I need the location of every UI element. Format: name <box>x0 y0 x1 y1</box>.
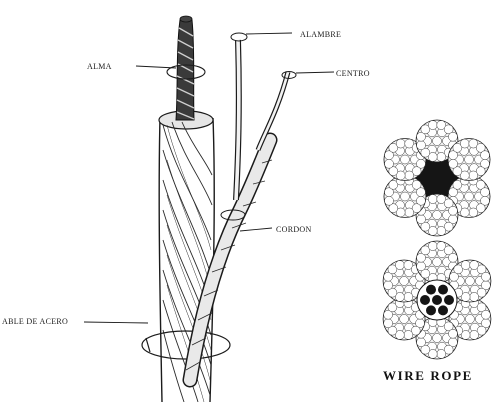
label-alambre: ALAMBRE <box>300 30 341 39</box>
label-alma: ALMA <box>87 62 112 71</box>
cross-section-steel-core <box>383 241 491 359</box>
strand-section <box>448 139 490 181</box>
unravelled-strand <box>186 140 272 380</box>
core-wire <box>438 285 448 295</box>
label-cordon: CORDON <box>276 225 312 234</box>
core-wire <box>426 285 436 295</box>
core-wire <box>420 295 430 305</box>
label-wire-rope: WIRE ROPE <box>383 368 473 383</box>
core-wire <box>438 305 448 315</box>
core-wire <box>444 295 454 305</box>
strand-section <box>384 176 426 218</box>
single-wire <box>231 33 247 200</box>
core-center-wire <box>432 295 442 305</box>
label-centro: CENTRO <box>336 69 370 78</box>
core-wire <box>426 305 436 315</box>
cross-section-fiber-core <box>384 120 490 236</box>
label-cable-de-acero: ABLE DE ACERO <box>2 317 68 326</box>
